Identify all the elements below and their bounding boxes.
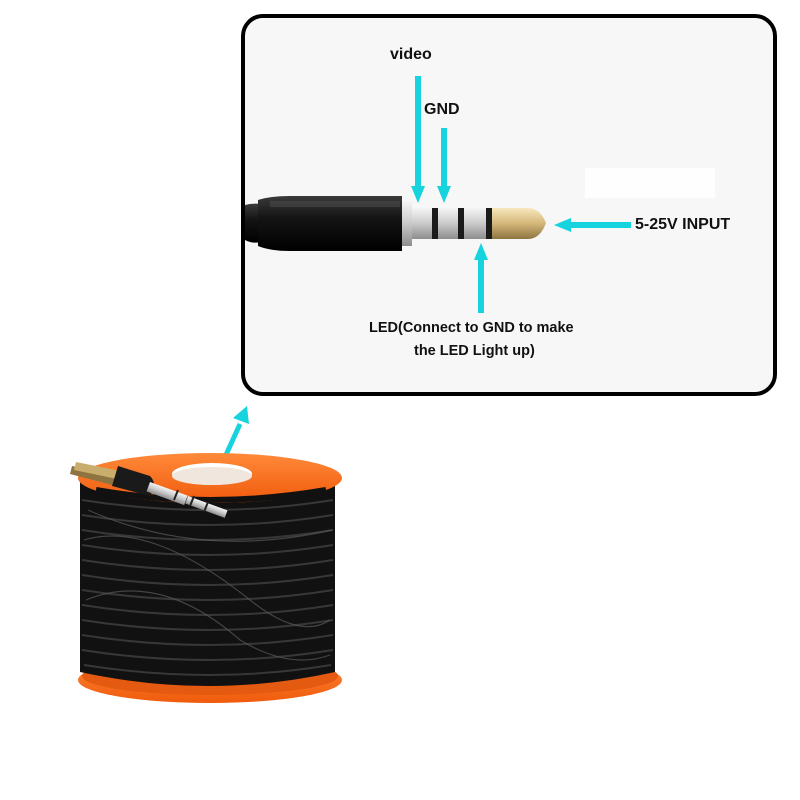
gnd-pointer-arrow <box>437 128 451 203</box>
input-pointer-arrow <box>554 218 631 232</box>
trrs-plug-icon <box>245 196 546 251</box>
led-label-line-1: LED(Connect to GND to make <box>369 320 574 336</box>
small-plug-icon <box>70 462 228 518</box>
video-pointer-arrow <box>411 76 425 203</box>
pointer-arrows <box>411 76 631 313</box>
gnd-label: GND <box>424 101 460 118</box>
input-label: 5-25V INPUT <box>635 216 731 233</box>
cable-spool-icon <box>70 453 342 703</box>
video-label: video <box>390 46 432 63</box>
led-label-line-2: the LED Light up) <box>414 343 535 359</box>
led-pointer-arrow <box>474 243 488 313</box>
